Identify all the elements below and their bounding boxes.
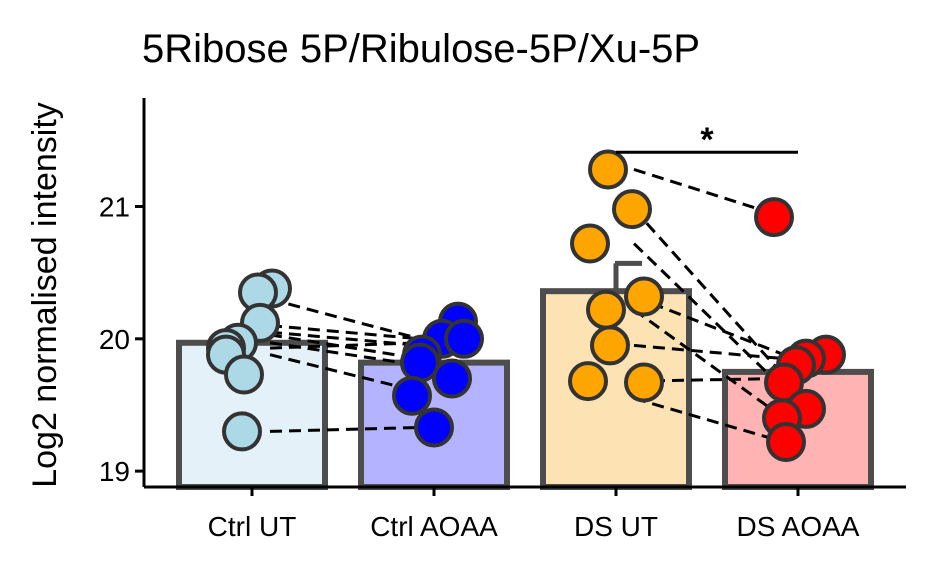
significance-label: * — [700, 121, 714, 159]
x-tick-label-3: DS AOAA — [737, 511, 860, 542]
y-tick-label-1: 20 — [99, 324, 130, 355]
paired-line-0-0 — [269, 324, 421, 341]
y-tick-label-0: 19 — [99, 456, 130, 487]
x-tick-label-1: Ctrl AOAA — [370, 511, 498, 542]
point-3-0 — [754, 197, 794, 238]
paired-line-1-4 — [633, 308, 785, 420]
points-layer — [206, 149, 846, 463]
paired-line-0-6 — [269, 297, 421, 341]
paired-line-0-4 — [269, 353, 421, 394]
point-3-7 — [766, 422, 806, 463]
point-2-7 — [624, 362, 664, 403]
x-tick-label-2: DS UT — [574, 511, 658, 542]
point-2-6 — [568, 361, 608, 402]
point-0-7 — [222, 411, 262, 452]
point-1-2 — [444, 318, 484, 359]
y-tick-label-2: 21 — [99, 191, 130, 222]
point-1-5 — [432, 358, 472, 399]
y-axis-label: Log2 normalised intensity — [26, 102, 64, 488]
paired-line-0-7 — [269, 333, 421, 361]
point-0-6 — [224, 354, 264, 395]
paired-line-1-2 — [632, 242, 786, 391]
point-2-1 — [612, 189, 652, 230]
point-2-3 — [624, 276, 664, 317]
point-2-5 — [590, 325, 630, 366]
point-1-7 — [414, 407, 454, 448]
point-1-6 — [392, 375, 432, 416]
paired-lines-layer — [269, 168, 786, 444]
paired-line-1-5 — [633, 343, 785, 361]
paired-line-1-7 — [633, 396, 785, 444]
point-2-4 — [586, 289, 626, 330]
paired-line-0-5 — [269, 425, 421, 433]
paired-line-0-3 — [269, 341, 421, 350]
significance-layer: * — [616, 121, 798, 159]
point-2-2 — [570, 223, 610, 264]
paired-line-1-0 — [633, 168, 785, 219]
chart-title: 5Ribose 5P/Ribulose-5P/Xu-5P — [142, 27, 700, 71]
x-tick-label-0: Ctrl UT — [208, 511, 297, 542]
point-2-0 — [588, 149, 628, 190]
